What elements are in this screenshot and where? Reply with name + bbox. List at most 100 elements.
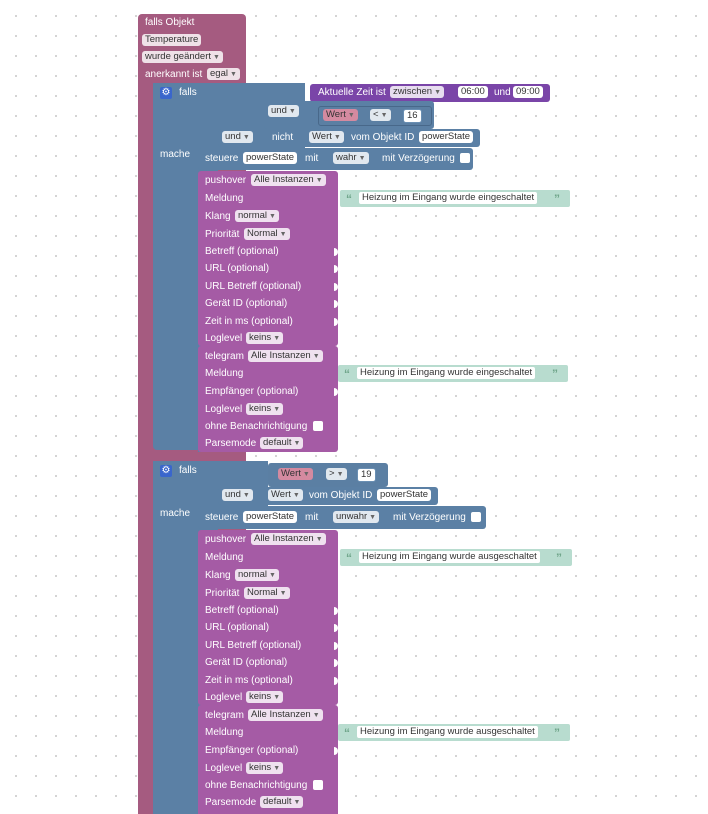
pushover-instance-dropdown-2[interactable]: Alle Instanzen▼: [251, 533, 326, 545]
chevron-down-icon: ▼: [333, 134, 341, 141]
chevron-down-icon: ▼: [302, 471, 310, 478]
pushover-title: pushover: [205, 175, 247, 186]
gear-icon[interactable]: ⚙: [160, 465, 172, 477]
message-text-3[interactable]: Heizung im Eingang wurde ausgeschaltet: [359, 551, 540, 563]
sound-dropdown[interactable]: normal▼: [235, 210, 279, 222]
chevron-down-icon: ▼: [293, 799, 301, 806]
and-dropdown-1[interactable]: und▼: [268, 105, 299, 117]
input-notch[interactable]: [334, 265, 338, 273]
priority-label: Priorität: [205, 229, 240, 240]
chevron-down-icon: ▼: [273, 335, 281, 342]
delay-checkbox[interactable]: [460, 153, 470, 163]
input-notch[interactable]: [334, 300, 338, 308]
loglevel-label: Loglevel: [205, 333, 243, 344]
close-quote-icon: ”: [554, 192, 560, 206]
from-object-label: vom Objekt ID: [351, 132, 415, 143]
input-notch[interactable]: [334, 283, 338, 291]
value-attr-dropdown-2[interactable]: Wert▼: [268, 489, 303, 501]
chevron-down-icon: ▼: [358, 155, 366, 162]
telegram-instance-dropdown[interactable]: Alle Instanzen▼: [248, 350, 323, 362]
telegram-block-2[interactable]: [198, 705, 338, 814]
loglevel-dropdown[interactable]: keins▼: [246, 332, 284, 344]
input-notch[interactable]: [334, 747, 338, 755]
open-quote-icon: “: [344, 367, 350, 381]
compare-value-field[interactable]: 16: [403, 109, 422, 123]
control-object-field-2[interactable]: powerState: [243, 511, 298, 523]
input-notch[interactable]: [334, 248, 338, 256]
chevron-down-icon: ▼: [273, 406, 281, 413]
not-label: nicht: [272, 132, 294, 143]
url-label: URL (optional): [205, 263, 270, 274]
chevron-down-icon: ▼: [242, 134, 250, 141]
telegram-loglevel-dropdown-2[interactable]: keins▼: [246, 762, 284, 774]
chevron-down-icon: ▼: [213, 54, 220, 61]
chevron-down-icon: ▼: [347, 112, 355, 119]
priority-dropdown-2[interactable]: Normal▼: [244, 587, 290, 599]
control-value-dropdown[interactable]: wahr▼: [333, 152, 369, 164]
telegram-message-label: Meldung: [205, 368, 244, 379]
and-block-2[interactable]: [218, 129, 480, 147]
chevron-down-icon: ▼: [242, 492, 250, 499]
chevron-down-icon: ▼: [434, 89, 442, 96]
delay-checkbox-2[interactable]: [471, 512, 481, 522]
input-notch[interactable]: [334, 624, 338, 632]
input-notch[interactable]: [334, 607, 338, 615]
telegram-loglevel-dropdown[interactable]: keins▼: [246, 403, 284, 415]
input-notch[interactable]: [334, 642, 338, 650]
compare-left-var-2[interactable]: Wert▼: [278, 468, 313, 480]
trigger-object-field[interactable]: Temperature: [142, 34, 202, 46]
input-notch[interactable]: [334, 659, 338, 667]
recipient-label-2: Empfänger (optional): [205, 745, 299, 756]
delay-label-2: mit Verzögerung: [393, 512, 466, 523]
input-notch[interactable]: [334, 388, 338, 396]
silent-checkbox-2[interactable]: [313, 780, 323, 790]
trigger-mode-dropdown[interactable]: wurde geändert▼: [142, 51, 223, 63]
and-dropdown-2[interactable]: und▼: [222, 131, 253, 143]
message-text-2[interactable]: Heizung im Eingang wurde eingeschaltet: [357, 367, 536, 379]
control-label-2: steuere: [205, 512, 239, 523]
input-notch[interactable]: [334, 677, 338, 685]
compare-left-var[interactable]: Wert▼: [323, 109, 358, 121]
chevron-down-icon: ▼: [380, 112, 388, 119]
time-to-field[interactable]: 09:00: [513, 86, 543, 98]
close-quote-icon: ”: [552, 367, 558, 381]
telegram-loglevel-label: Loglevel: [205, 404, 243, 415]
priority-label-2: Priorität: [205, 588, 240, 599]
pushover-instance-dropdown[interactable]: Alle Instanzen▼: [251, 174, 326, 186]
pushover-message-label: Meldung: [205, 193, 244, 204]
url-subject-label: URL Betreff (optional): [205, 281, 302, 292]
loglevel-dropdown-2[interactable]: keins▼: [246, 691, 284, 703]
control-value-dropdown-2[interactable]: unwahr▼: [333, 511, 380, 523]
input-notch[interactable]: [334, 318, 338, 326]
pushover-block-2[interactable]: [198, 530, 338, 705]
gear-icon[interactable]: ⚙: [160, 87, 172, 99]
pushover-block-1[interactable]: [198, 171, 338, 346]
time-from-field[interactable]: 06:00: [458, 86, 488, 98]
message-text-1[interactable]: Heizung im Eingang wurde eingeschaltet: [359, 192, 538, 204]
if2-falls-label: falls: [179, 465, 197, 476]
ack-dropdown[interactable]: egal▼: [207, 68, 240, 80]
ack-label: anerkannt ist: [145, 69, 203, 80]
priority-dropdown[interactable]: Normal▼: [244, 228, 290, 240]
time-and-label: und: [494, 87, 511, 98]
message-text-4[interactable]: Heizung im Eingang wurde ausgeschaltet: [357, 726, 538, 738]
and-dropdown-3[interactable]: und▼: [222, 489, 253, 501]
object-id-field-2[interactable]: powerState: [377, 489, 432, 501]
sound-dropdown-2[interactable]: normal▼: [235, 569, 279, 581]
value-attr-dropdown-1[interactable]: Wert▼: [309, 131, 344, 143]
pushover-message-label-2: Meldung: [205, 552, 244, 563]
compare-op-dropdown-2[interactable]: >▼: [326, 468, 347, 480]
time-mode-dropdown[interactable]: zwischen▼: [390, 86, 445, 98]
trigger-label: falls Objekt: [145, 17, 195, 28]
compare-op-dropdown[interactable]: <▼: [370, 109, 391, 121]
control-object-field[interactable]: powerState: [243, 152, 298, 164]
parsemode-dropdown[interactable]: default▼: [260, 437, 304, 449]
telegram-instance-dropdown-2[interactable]: Alle Instanzen▼: [248, 709, 323, 721]
compare-value-field-2[interactable]: 19: [357, 468, 376, 482]
telegram-block-1[interactable]: [198, 346, 338, 452]
parsemode-dropdown-2[interactable]: default▼: [260, 796, 304, 808]
silent-checkbox[interactable]: [313, 421, 323, 431]
url-subject-label-2: URL Betreff (optional): [205, 640, 302, 651]
object-id-field-1[interactable]: powerState: [419, 131, 474, 143]
time-ms-label: Zeit in ms (optional): [205, 316, 293, 327]
